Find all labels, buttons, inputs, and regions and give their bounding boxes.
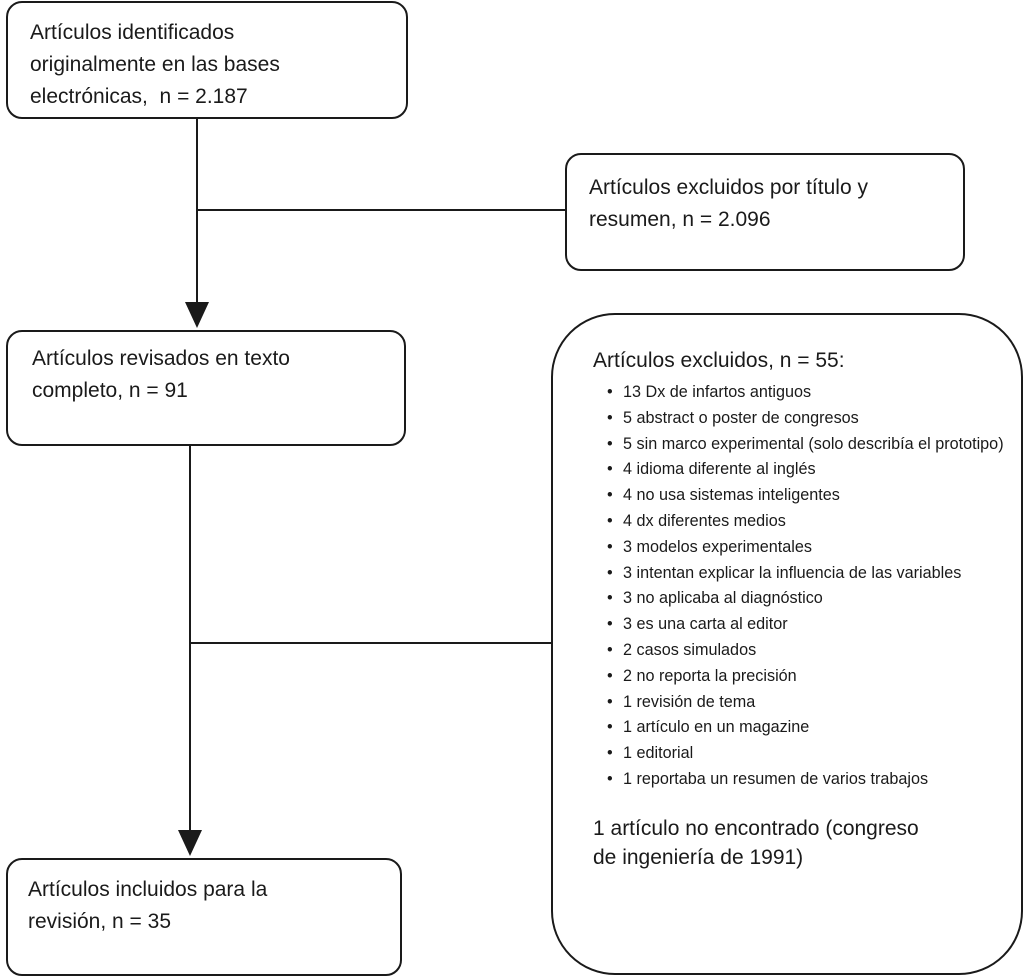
exclusion-reason-item: • 4 idioma diferente al inglés	[593, 457, 1021, 483]
text-line: resumen, n = 2.096	[589, 208, 771, 231]
exclusion-reason-text: 4 idioma diferente al inglés	[623, 460, 816, 479]
bullet-icon: •	[607, 460, 613, 479]
exclusion-reason-item: • 1 reportaba un resumen de varios trabaj…	[593, 767, 1021, 793]
exclusion-reason-item: • 5 sin marco experimental (solo describí…	[593, 432, 1021, 458]
bullet-icon: •	[607, 486, 613, 505]
exclusion-reason-text: 1 revisión de tema	[623, 692, 756, 711]
bullet-icon: •	[607, 718, 613, 737]
bullet-icon: •	[607, 537, 613, 556]
exclusion-reason-text: 3 modelos experimentales	[623, 537, 812, 556]
text-line: originalmente en las bases	[30, 53, 280, 76]
exclusion-reason-item: • 1 editorial	[593, 741, 1021, 767]
fulltext-reviewed-text: Artículos revisados en texto completo, n…	[32, 343, 404, 407]
exclusion-reason-item: • 4 no usa sistemas inteligentes	[593, 483, 1021, 509]
excluded-by-title-text: Artículos excluidos por título y resumen…	[589, 172, 963, 236]
exclusion-reason-item: • 5 abstract o poster de congresos	[593, 406, 1021, 432]
exclusion-reason-text: 2 no reporta la precisión	[623, 666, 797, 685]
text-line: 1 artículo no encontrado (congreso	[593, 816, 919, 840]
exclusion-reason-text: 1 artículo en un magazine	[623, 718, 810, 737]
not-found-note: 1 artículo no encontrado (congreso de in…	[593, 814, 1021, 872]
text-line: Artículos incluidos para la	[28, 878, 268, 901]
text-line: completo, n = 91	[32, 379, 188, 402]
bullet-icon: •	[607, 563, 613, 582]
arrowhead-to-revised	[185, 302, 209, 328]
bullet-icon: •	[607, 511, 613, 530]
identified-articles-box: Artículos identificados originalmente en…	[6, 1, 408, 119]
exclusion-reason-text: 3 es una carta al editor	[623, 615, 788, 634]
bullet-icon: •	[607, 383, 613, 401]
text-line: Artículos excluidos por título y	[589, 176, 868, 199]
included-articles-box: Artículos incluidos para la revisión, n …	[6, 858, 402, 976]
identified-articles-text: Artículos identificados originalmente en…	[30, 17, 406, 113]
exclusion-reason-text: 2 casos simulados	[623, 640, 757, 659]
exclusion-reason-item: • 13 Dx de infartos antiguos	[593, 380, 1021, 406]
bullet-icon: •	[607, 692, 613, 711]
bullet-icon: •	[607, 615, 613, 634]
exclusion-reason-item: • 3 no aplicaba al diagnóstico	[593, 586, 1021, 612]
arrowhead-to-included	[178, 830, 202, 856]
excluded-by-title-box: Artículos excluidos por título y resumen…	[565, 153, 965, 271]
text-line: de ingeniería de 1991)	[593, 845, 804, 869]
exclusion-reason-text: 1 editorial	[623, 744, 694, 763]
excluded-fulltext-box: Artículos excluidos, n = 55: • 13 Dx de i…	[551, 313, 1023, 975]
exclusion-reason-text: 13 Dx de infartos antiguos	[623, 383, 812, 401]
bullet-icon: •	[607, 769, 613, 788]
exclusion-reason-item: • 2 casos simulados	[593, 638, 1021, 664]
exclusion-reason-item: • 2 no reporta la precisión	[593, 664, 1021, 690]
bullet-icon: •	[607, 640, 613, 659]
text-line: electrónicas, n = 2.187	[30, 85, 248, 108]
bullet-icon: •	[607, 408, 613, 427]
exclusion-reason-item: • 3 modelos experimentales	[593, 535, 1021, 561]
exclusion-reason-text: 3 intentan explicar la influencia de las…	[623, 563, 962, 582]
exclusion-reason-item: • 1 artículo en un magazine	[593, 715, 1021, 741]
excluded-fulltext-heading: Artículos excluidos, n = 55:	[593, 349, 845, 372]
exclusion-reason-item: • 4 dx diferentes medios	[593, 509, 1021, 535]
exclusion-reason-item: • 1 revisión de tema	[593, 690, 1021, 716]
bullet-icon: •	[607, 589, 613, 608]
exclusion-reason-text: 3 no aplicaba al diagnóstico	[623, 589, 823, 608]
bullet-icon: •	[607, 744, 613, 763]
bullet-icon: •	[607, 434, 613, 453]
exclusion-reason-item: • 3 intentan explicar la influencia de la…	[593, 561, 1021, 587]
text-line: revisión, n = 35	[28, 910, 172, 933]
exclusion-reason-text: 4 dx diferentes medios	[623, 511, 786, 530]
exclusion-reason-item: • 3 es una carta al editor	[593, 612, 1021, 638]
fulltext-reviewed-box: Artículos revisados en texto completo, n…	[6, 330, 406, 446]
exclusion-reason-text: 4 no usa sistemas inteligentes	[623, 486, 840, 505]
bullet-icon: •	[607, 666, 613, 685]
exclusion-reason-text: 5 sin marco experimental (solo describía…	[623, 434, 1004, 453]
exclusion-reasons-list: • 13 Dx de infartos antiguos • 5 abstract o…	[593, 380, 1021, 793]
text-line: Artículos identificados	[30, 21, 235, 44]
exclusion-reason-text: 5 abstract o poster de congresos	[623, 408, 859, 427]
text-line: Artículos revisados en texto	[32, 347, 290, 370]
included-articles-text: Artículos incluidos para la revisión, n …	[28, 874, 400, 938]
exclusion-reason-text: 1 reportaba un resumen de varios trabajo…	[623, 769, 929, 788]
